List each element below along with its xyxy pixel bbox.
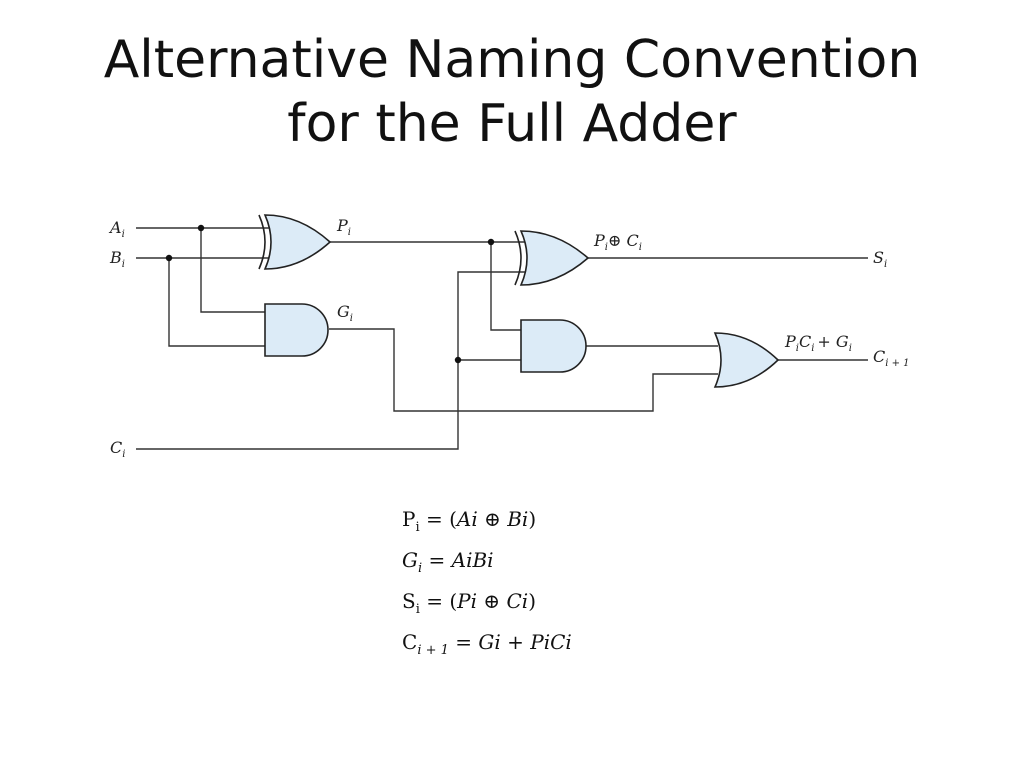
g-output-label: Gi [337, 302, 353, 324]
carry-expression-label: PiCi+ Gi [784, 332, 852, 354]
junction-dots [165, 224, 495, 364]
junction-dot-a [197, 224, 205, 232]
equation-c: Ci + 1 = Gi + PiCi [402, 627, 572, 668]
equation-s-lhs: S [402, 589, 416, 613]
equations: Pi = (Ai ⊕ Bi) Gi = AiBi Si = (Pi ⊕ Ci) … [402, 504, 572, 668]
title-line-1: Alternative Naming Convention [103, 30, 921, 90]
title-line-2: for the Full Adder [287, 94, 737, 154]
equation-p-sub: i [415, 520, 420, 535]
xor-gate-p [258, 214, 332, 270]
or-gate-carry [713, 332, 780, 388]
and-gate-g [264, 303, 329, 357]
equation-p-lhs: P [402, 507, 416, 531]
junction-dot-c [454, 356, 462, 364]
equation-g-rhs: AiBi [451, 548, 494, 572]
wire-p-to-and2 [490, 242, 521, 331]
equation-s-rhs: Pi ⊕ Ci [457, 589, 529, 613]
equation-s: Si = (Pi ⊕ Ci) [402, 586, 572, 627]
equation-c-equals: = [448, 630, 479, 654]
and-gate-carry [520, 319, 587, 373]
p-output-label: Pi [336, 216, 351, 238]
xor-gate-sum [514, 230, 590, 286]
sum-output-label: Si [873, 248, 887, 270]
equation-g-lhs: G [402, 548, 418, 572]
carry-output-label: Ci + 1 [873, 347, 910, 369]
wire-a-to-and [200, 228, 265, 313]
junction-dot-p [487, 238, 495, 246]
equation-c-sub: i + 1 [417, 643, 449, 658]
equation-g: Gi = AiBi [402, 545, 572, 586]
wire-g-to-or [329, 328, 718, 412]
slide-title: Alternative Naming Convention for the Fu… [0, 28, 1024, 156]
equation-s-equals: = ( [419, 589, 458, 613]
equation-g-equals: = [422, 548, 452, 572]
wires [136, 227, 868, 450]
equation-p-rhs: Ai ⊕ Bi [456, 507, 529, 531]
equation-c-lhs: C [402, 630, 418, 654]
equation-s-close: ) [528, 589, 536, 613]
equation-c-rhs: Gi + PiCi [478, 630, 572, 654]
input-a-label: Ai [108, 218, 125, 240]
wire-b-to-and [168, 258, 265, 347]
equation-s-sub: i [415, 602, 420, 617]
p-xor-c-label: Pi⊕ Ci [593, 231, 642, 253]
equation-p-close: ) [528, 507, 537, 531]
equation-p-equals: = ( [419, 507, 457, 531]
equation-p: Pi = (Ai ⊕ Bi) [402, 504, 572, 545]
equation-g-sub: i [417, 561, 423, 576]
junction-dot-b [165, 254, 173, 262]
input-c-label: Ci [110, 438, 125, 460]
input-b-label: Bi [109, 248, 125, 270]
